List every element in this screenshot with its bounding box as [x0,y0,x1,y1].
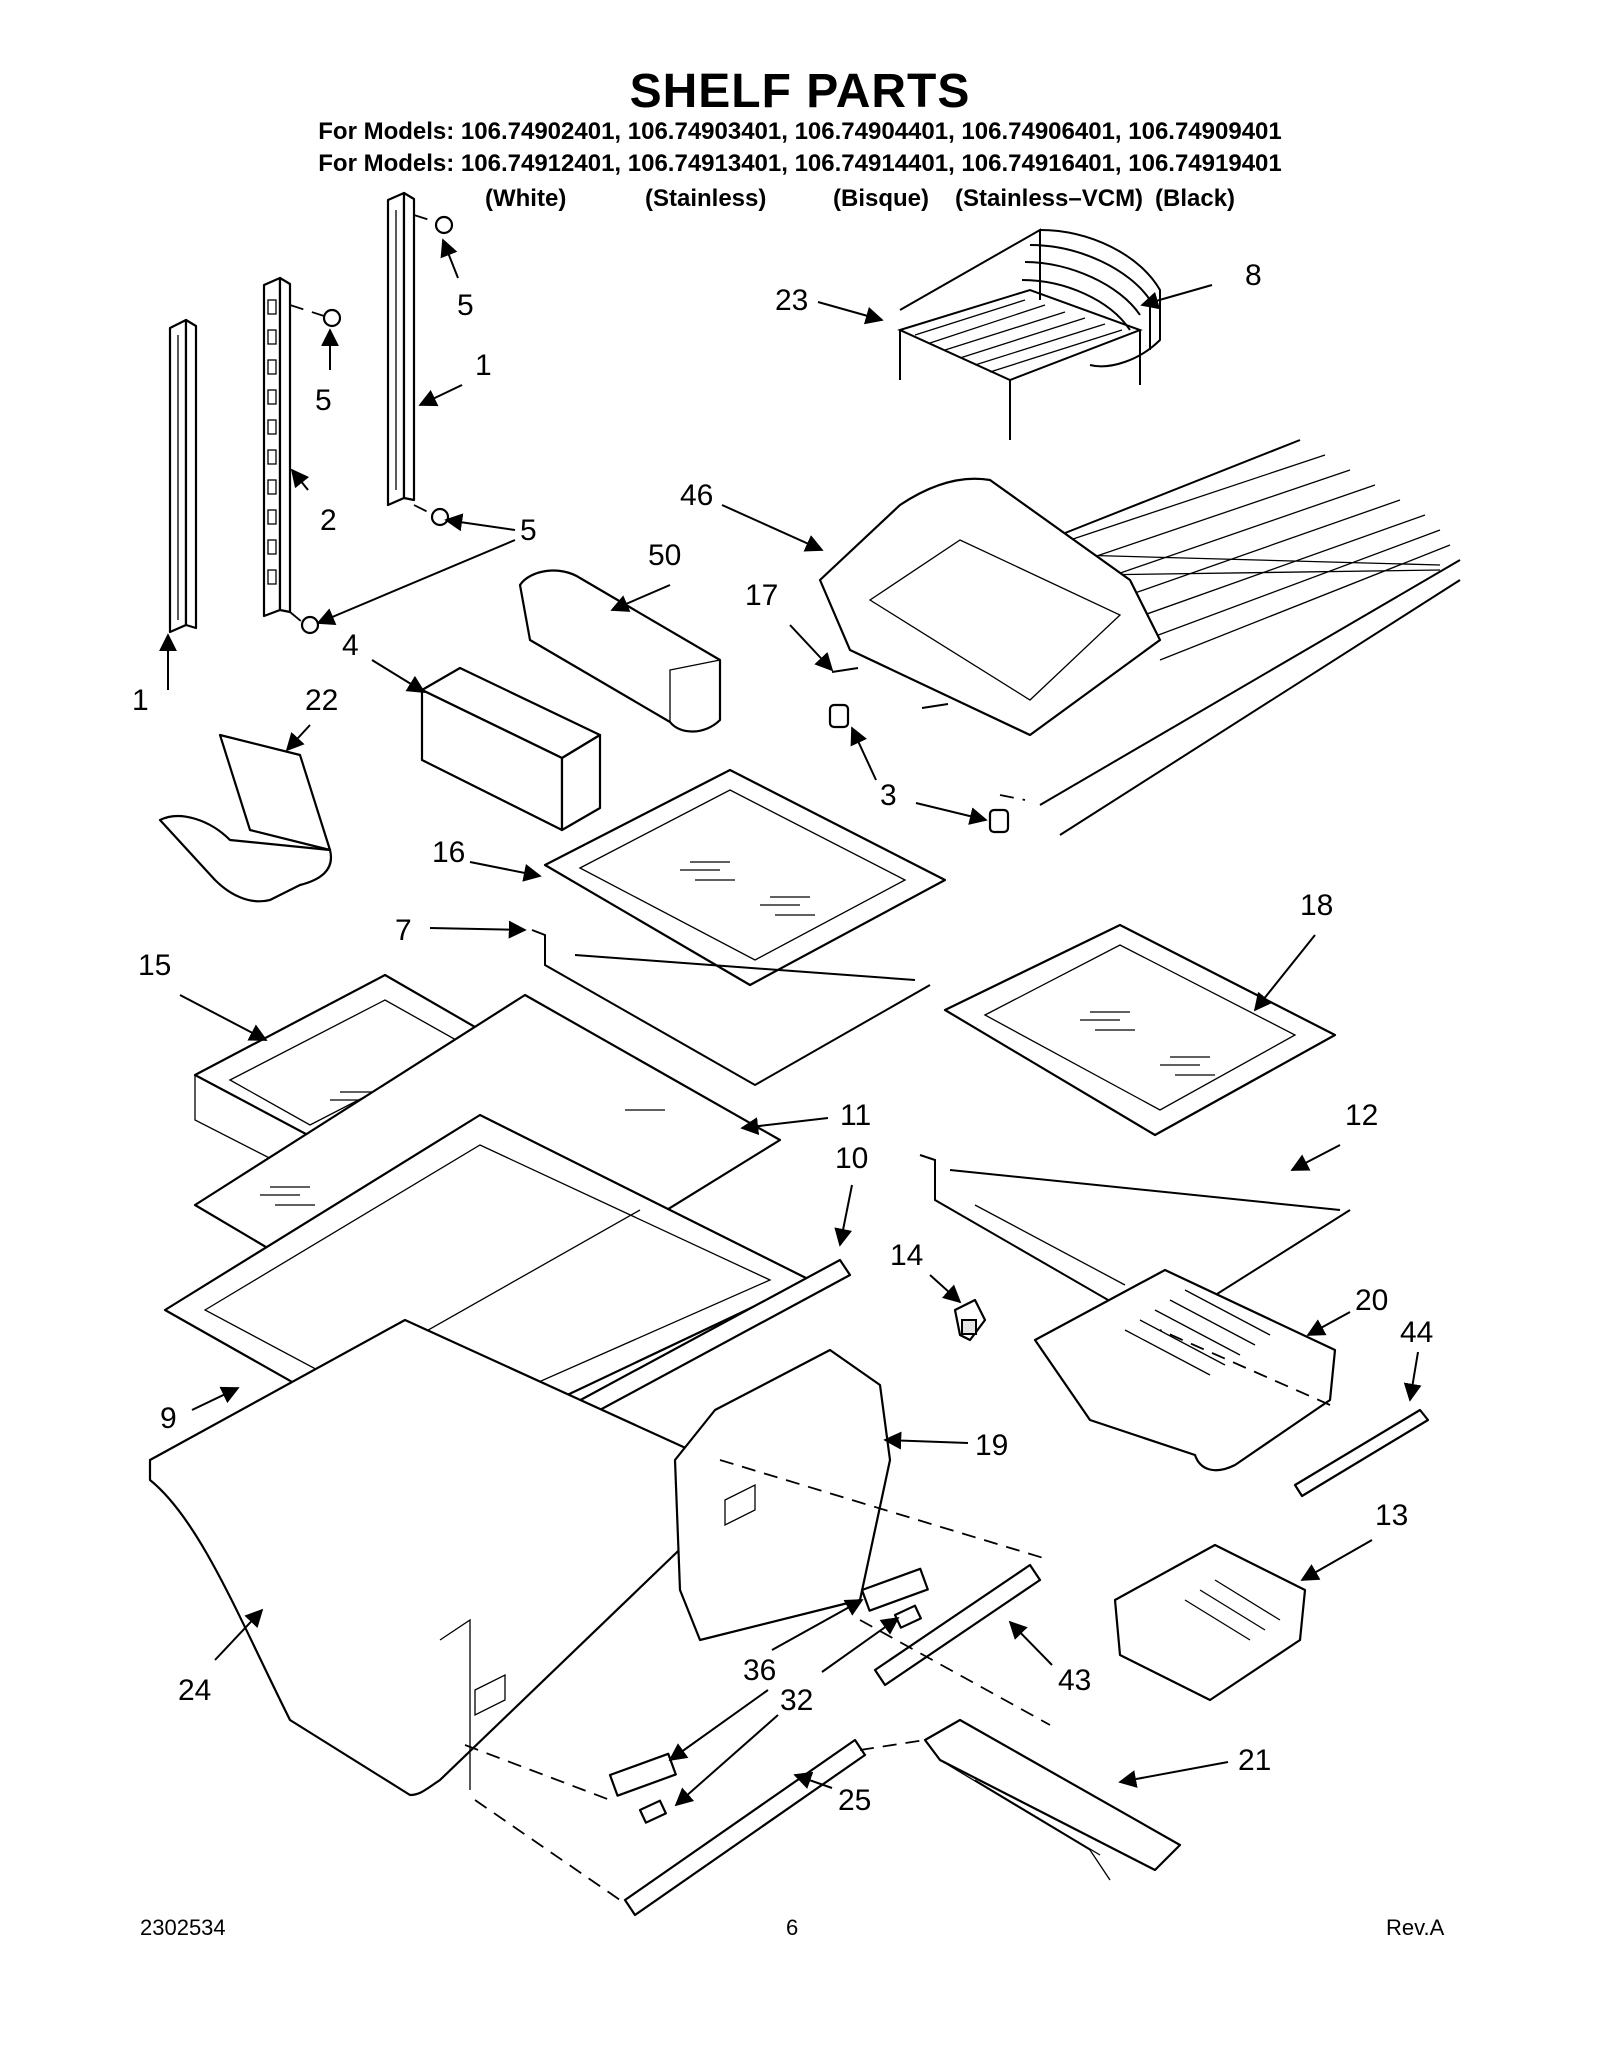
pantry-drawer [1033,1268,1337,1472]
callout-17: 17 [745,579,778,612]
callout-8: 8 [1245,259,1262,292]
glass-shelf-right [943,923,1337,1137]
drawer-ribs [1124,1289,1271,1376]
finish-stainless: (Stainless) [645,185,767,212]
callout-18: 18 [1300,889,1333,922]
finish-bisque: (Bisque) [833,185,929,212]
doc-number: 2302534 [140,1915,226,1940]
assembly-lines [464,794,1331,1901]
glass-shelf-upper [543,768,947,987]
callout-21: 21 [1238,1744,1271,1777]
bracket-32 [638,1604,922,1824]
callout-32: 32 [780,1684,813,1717]
deli-bin [818,477,1162,737]
callout-43: 43 [1058,1664,1091,1697]
wire-basket [897,228,1161,440]
egg-tray [1113,1543,1307,1702]
callout-36: 36 [743,1654,776,1687]
callout-2: 2 [320,504,337,537]
rail-slots [267,299,277,585]
egg-tray-slots [1184,1579,1281,1641]
door-bin-cover [518,569,722,733]
callout-23: 23 [775,284,808,317]
shelf-frame [531,929,931,1087]
callout-16: 16 [432,836,465,869]
rail-right [386,191,416,507]
finish-white: (White) [485,185,567,212]
wire-shelf [1039,439,1461,836]
models-line-2: For Models: 106.74912401, 106.74913401, … [318,150,1282,177]
drawer-cover-43 [873,1563,1042,1687]
callout-14: 14 [890,1239,923,1272]
shelf-frame-right [919,1154,1351,1332]
shelf-stud-icon [828,703,1010,834]
rail-center [262,276,292,618]
revision: Rev.A [1386,1915,1445,1940]
callout-5: 5 [457,289,474,322]
leader-arrows [159,238,1422,1807]
callout-1: 1 [475,349,492,382]
callout-12: 12 [1345,1099,1378,1132]
page-number: 6 [786,1915,799,1940]
callout-15: 15 [138,949,171,982]
finish-black: (Black) [1155,185,1236,212]
small-bin [420,666,602,832]
callout-19: 19 [975,1429,1008,1462]
bottle-holder [158,733,333,903]
callout-20: 20 [1355,1284,1388,1317]
rail-left [168,318,198,634]
callout-10: 10 [835,1142,868,1175]
pins [831,667,949,709]
page-title: SHELF PARTS [629,65,971,118]
drawer-slide-21 [923,1718,1182,1881]
wire-rack-grid [914,299,1123,373]
screw-icon [289,214,454,635]
callout-4: 4 [342,629,359,662]
callout-22: 22 [305,684,338,717]
bracket-36 [608,1567,929,1797]
callout-1: 1 [132,684,149,717]
crisper-drawer-left [148,1318,702,1797]
callout-7: 7 [395,914,412,947]
callout-44: 44 [1400,1316,1433,1349]
callout-5: 5 [520,514,537,547]
drawer-trim [1293,1408,1430,1498]
wire-shelf-rods [1069,454,1451,661]
callout-11: 11 [840,1099,871,1132]
callout-46: 46 [680,479,713,512]
models-line-1: For Models: 106.74902401, 106.74903401, … [318,118,1282,145]
callout-25: 25 [838,1784,871,1817]
callout-5: 5 [315,384,332,417]
callout-3: 3 [880,779,897,812]
callout-13: 13 [1375,1499,1408,1532]
clip-icon [953,1298,987,1342]
callout-labels: 5 8 23 5 1 5 2 5 46 50 17 4 1 22 3 16 18… [132,259,1433,1817]
crisper-drawer-right [673,1348,892,1642]
callout-9: 9 [160,1402,177,1435]
callout-50: 50 [648,539,681,572]
finish-stainless-vcm: (Stainless–VCM) [955,185,1144,212]
callout-24: 24 [178,1674,211,1707]
